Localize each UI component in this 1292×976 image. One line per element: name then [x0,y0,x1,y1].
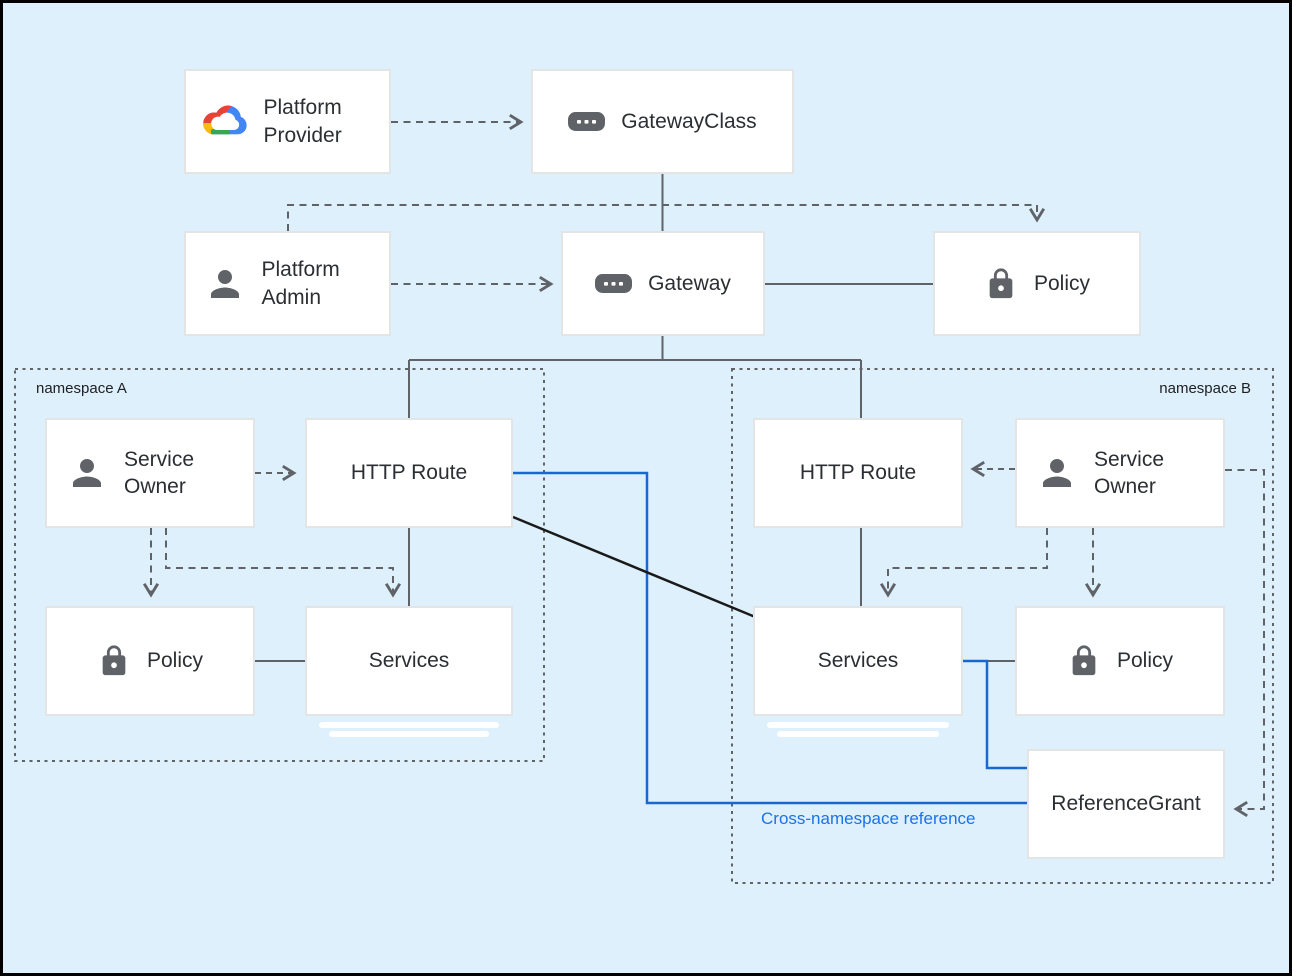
node-services-a: Services [305,606,513,716]
node-services-b: Services [753,606,963,716]
cross-namespace-reference-label: Cross-namespace reference [761,809,976,828]
services-a-stack-bar [329,731,489,737]
node-label: Platform Admin [261,258,340,309]
namespace-a-label: namespace A [36,380,127,397]
node-http-route-a: HTTP Route [305,418,513,528]
node-label: HTTP Route [799,461,917,485]
services-b-stack-bar [777,731,939,737]
node-platform-provider: Platform Provider [184,69,391,174]
person-icon [1043,459,1071,487]
arrow-admin-policy [287,204,1046,231]
person-icon [73,459,101,487]
node-service-owner-a: Service Owner [45,418,255,528]
node-http-route-b: HTTP Route [753,418,963,528]
node-label: ReferenceGrant [1051,792,1201,816]
node-gateway-class: GatewayClass [531,69,794,174]
arrow-ownerA-servicesA [165,528,402,598]
lock-icon [102,645,126,676]
node-label: Gateway [648,271,731,295]
node-platform-admin: Platform Admin [184,231,391,336]
node-label: Service Owner [124,447,195,498]
node-label: Services [368,649,450,673]
services-a-stack-bar [319,722,499,728]
node-label: Platform Provider [263,96,342,147]
node-label: Policy [1116,649,1174,673]
node-label: Policy [146,649,204,673]
arrow-ownerB-servicesB [879,528,1048,598]
line-httprouteA-servicesB [512,515,766,623]
node-policy-b: Policy [1015,606,1225,716]
node-label: Policy [1033,271,1091,295]
resource-chip-icon [595,274,633,293]
resource-chip-icon [568,112,606,131]
node-label: GatewayClass [621,109,757,133]
node-policy-root: Policy [933,231,1141,336]
node-label: HTTP Route [350,461,468,485]
namespace-b-label: namespace B [1159,380,1251,397]
person-icon [210,269,239,298]
lock-icon [989,267,1013,298]
node-label: Services [817,649,899,673]
node-reference-grant: ReferenceGrant [1027,749,1225,859]
node-policy-a: Policy [45,606,255,716]
node-gateway: Gateway [561,231,765,336]
node-label: Service Owner [1094,447,1165,498]
lock-icon [1072,645,1096,676]
google-cloud-icon [202,105,247,134]
node-service-owner-b: Service Owner [1015,418,1225,528]
arrow-ownerB-referencegrant [1225,469,1265,818]
services-b-stack-bar [767,722,949,728]
